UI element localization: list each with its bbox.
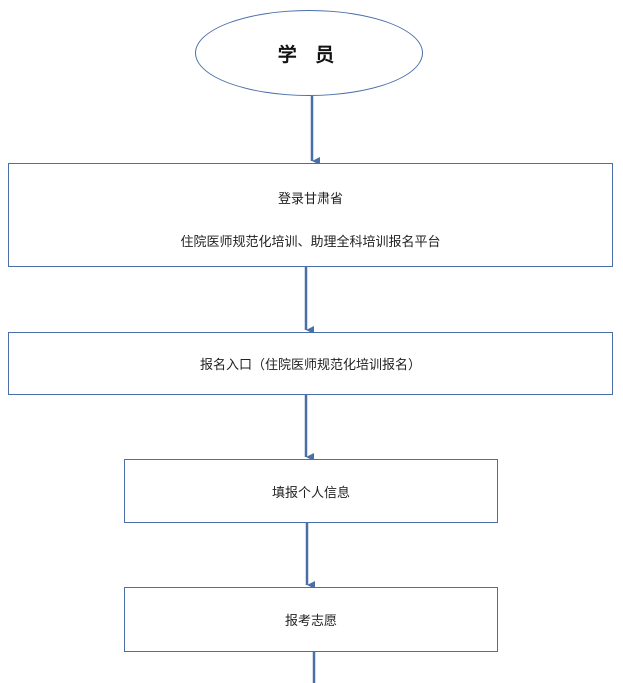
step-fill-personal-info: 填报个人信息 (124, 459, 498, 523)
start-node-student: 学 员 (195, 10, 423, 96)
step-login-line1: 登录甘肃省 (277, 192, 343, 207)
step-fill-personal-info-label: 填报个人信息 (271, 485, 350, 501)
step-registration-entry-label: 报名入口（住院医师规范化培训报名） (199, 358, 421, 373)
step-login-platform: 登录甘肃省 住院医师规范化培训、助理全科培训报名平台 (8, 163, 613, 267)
step-login-line2: 住院医师规范化培训、助理全科培训报名平台 (180, 235, 441, 250)
step-apply-preferences-label: 报考志愿 (284, 614, 337, 629)
start-node-label: 学 员 (277, 43, 341, 66)
step-registration-entry: 报名入口（住院医师规范化培训报名） (8, 332, 613, 395)
step-apply-preferences: 报考志愿 (124, 587, 498, 652)
